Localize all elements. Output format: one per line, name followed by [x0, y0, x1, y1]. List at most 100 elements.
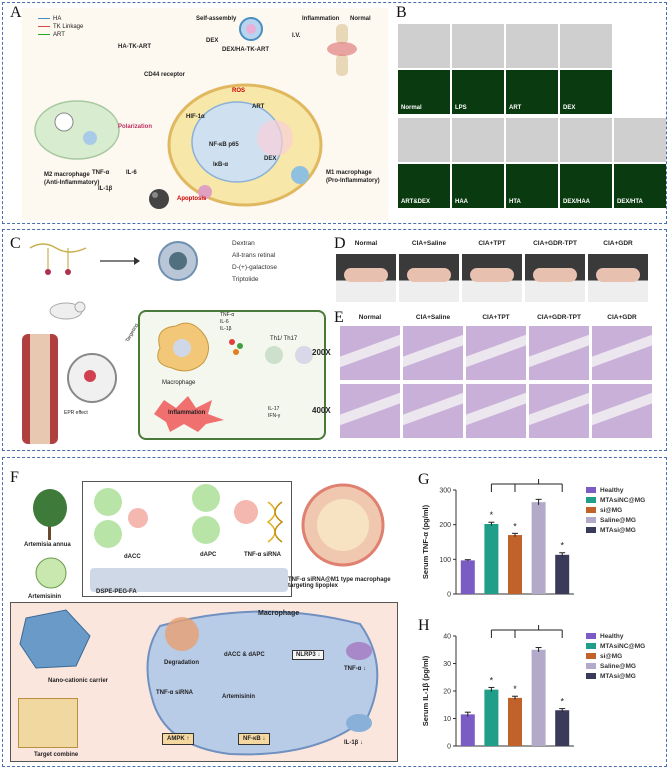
- y-axis-label: Serum IL-1β (pg/ml): [421, 655, 430, 726]
- fluorescence-cell: ART: [506, 70, 558, 114]
- magnification-label: 400X: [312, 406, 331, 415]
- fluorescence-cell: ART&DEX: [398, 164, 450, 208]
- bar: [508, 535, 522, 594]
- label-m1-sub: (Pro-Inflammatory): [326, 178, 380, 184]
- fluorescence-cell: DEX/HAA: [560, 164, 612, 208]
- histology-column-header: CIA+TPT: [482, 314, 510, 321]
- condition-label: Normal: [401, 105, 422, 111]
- bar: [484, 523, 499, 594]
- condition-label: ART: [509, 105, 522, 111]
- il1b-protein-icon: [346, 714, 372, 732]
- significance-mark: *: [490, 510, 494, 520]
- bar: [555, 554, 570, 594]
- target-combine-box: [18, 698, 78, 748]
- panel-h-label: H: [418, 617, 430, 634]
- label-dacc-dapc: dACC & dAPC: [224, 652, 265, 658]
- tissue-band: [529, 332, 589, 370]
- label-degradation: Degradation: [164, 660, 200, 666]
- legend-art: ART: [53, 32, 65, 38]
- histology-image: [403, 384, 463, 438]
- histology-column-header: CIA+GDR-TPT: [537, 314, 581, 321]
- histology-column-header: Normal: [358, 314, 382, 321]
- panel-g-label: G: [418, 471, 430, 488]
- tissue-band: [592, 390, 652, 428]
- y-tick-label: 0: [447, 592, 451, 599]
- significance-mark: *: [490, 675, 494, 685]
- label-il17: IL-17: [268, 406, 280, 412]
- legend-swatch: [586, 653, 596, 659]
- panel-b-label: B: [396, 4, 407, 21]
- legend-label: MTAsiNC@MG: [600, 643, 645, 650]
- y-tick-label: 100: [439, 557, 451, 564]
- mouse-icon: [49, 301, 86, 320]
- label-m2-sub: (Anti-Inflammatory): [44, 180, 100, 186]
- label-th: Th1/ Th17: [270, 336, 298, 342]
- condition-label: ART&DEX: [401, 199, 431, 205]
- bright-field-cell: [614, 118, 666, 162]
- fluorescence-cell: DEX: [560, 70, 612, 114]
- tissue-band: [529, 390, 589, 428]
- label-ampk: AMPK ↑: [162, 733, 195, 745]
- label-carrier: Nano-cationic carrier: [48, 678, 109, 684]
- y-tick-label: 0: [447, 744, 451, 751]
- sirna-helix-icon: [266, 501, 284, 543]
- legend-label: Healthy: [600, 633, 624, 640]
- label-normal: Normal: [350, 16, 371, 22]
- label-lipoplex: TNF-α siRNA@M1 type macrophage targeting…: [288, 577, 391, 589]
- label-target: Target combine: [34, 752, 79, 758]
- panel-fgh-frame: [2, 457, 667, 767]
- paw-photo: [336, 254, 396, 302]
- histology-image: [592, 384, 652, 438]
- paw-column-header: CIA+Saline: [411, 240, 447, 247]
- degraded-lipoplex-icon: [165, 617, 199, 651]
- label-art-cell: ART: [252, 104, 265, 110]
- legend-swatch: [586, 497, 596, 503]
- tissue-band: [466, 332, 526, 370]
- paw: [344, 268, 388, 282]
- legend-swatch: [586, 487, 596, 493]
- legend-swatch: [586, 643, 596, 649]
- label-cd44: CD44 receptor: [144, 72, 186, 78]
- paw: [533, 268, 577, 282]
- legend-label: Saline@MG: [600, 517, 636, 524]
- legend-label: Healthy: [600, 487, 624, 494]
- label-il1b-down: IL-1β ↓: [344, 740, 363, 746]
- bar: [555, 710, 570, 746]
- tissue-band: [466, 390, 526, 428]
- tissue-band: [340, 390, 400, 428]
- label-sirna: TNF-α siRNA: [244, 552, 282, 558]
- tissue-band: [403, 390, 463, 428]
- bright-field-cell: [560, 24, 612, 68]
- macrophage-membrane-shape: [146, 610, 379, 756]
- fluorescence-cell: Normal: [398, 70, 450, 114]
- condition-label: HTA: [509, 199, 521, 205]
- label-artemisinin-f: Artemisinin: [222, 694, 256, 700]
- label-macrophage-f: Macrophage: [258, 610, 300, 617]
- label-epr: EPR effect: [64, 410, 88, 416]
- bright-field-cell: [560, 118, 612, 162]
- lipoplex-icon: [301, 483, 385, 567]
- bar: [508, 697, 522, 746]
- condition-label: DEX: [563, 105, 576, 111]
- label-ros: ROS: [232, 88, 246, 94]
- panel-a-label: A: [10, 4, 22, 21]
- paw-column-header: CIA+GDR: [603, 240, 633, 247]
- label-artemisinin: Artemisinin: [28, 594, 62, 600]
- bright-field-cell: [452, 24, 504, 68]
- histology-image: [592, 326, 652, 380]
- legend-label: MTAsiNC@MG: [600, 497, 645, 504]
- significance-mark: *: [513, 521, 517, 531]
- significance-mark: *: [560, 697, 564, 707]
- m2-macrophage-cell: [34, 100, 120, 160]
- histology-image: [403, 326, 463, 380]
- label-hif: HIF-1α: [186, 114, 205, 120]
- label-ikb: IκB-α: [213, 162, 229, 168]
- histology-image: [340, 326, 400, 380]
- bright-field-cell: [452, 118, 504, 162]
- condition-label: DEX/HAA: [563, 199, 591, 205]
- paw-column-header: CIA+GDR-TPT: [533, 240, 577, 247]
- dextran-polymer-icon: [29, 243, 87, 275]
- legend-label: MTAsi@MG: [600, 527, 636, 534]
